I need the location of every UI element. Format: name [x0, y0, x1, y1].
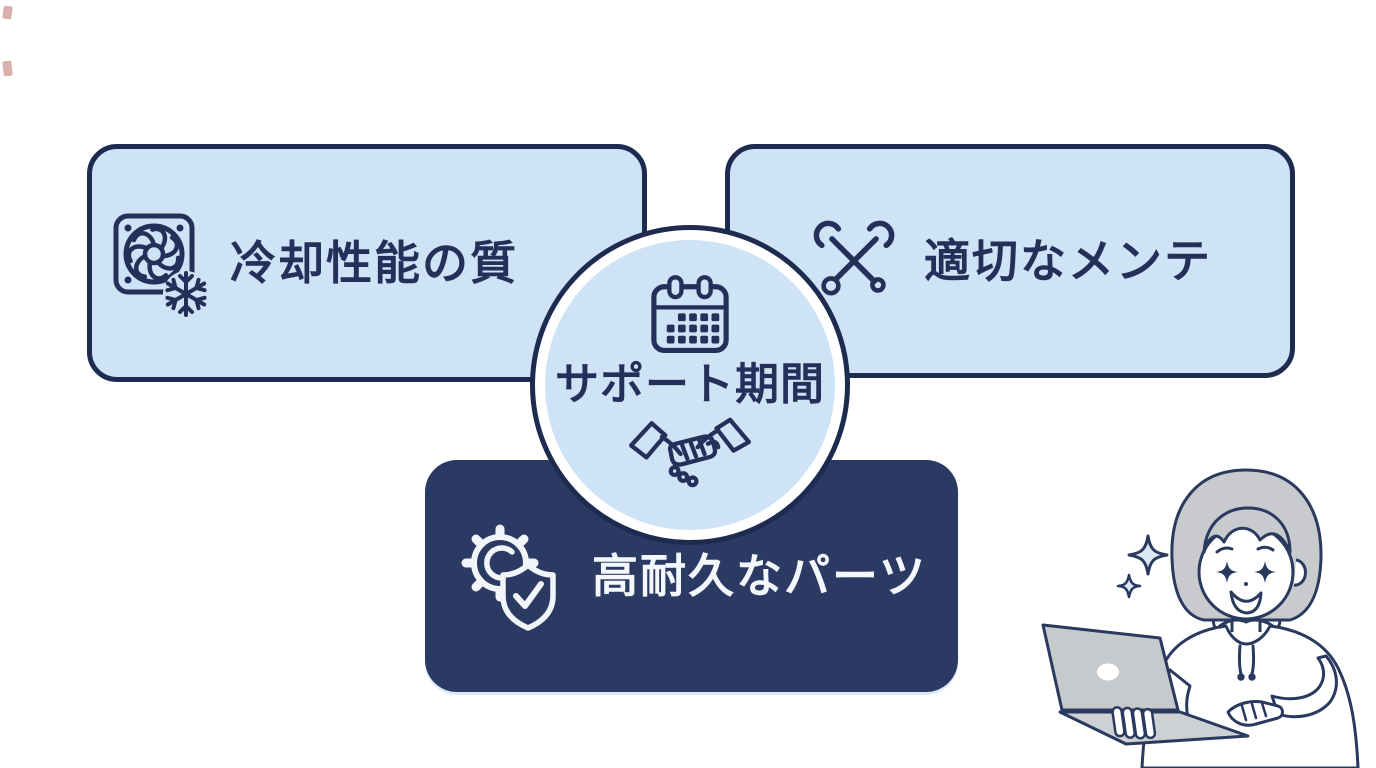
- gear-shield-check-icon: [461, 524, 556, 631]
- nose: [1244, 582, 1248, 586]
- cooling-fan-snowflake-icon: [113, 213, 208, 317]
- center-support-circle: サポート期間: [530, 225, 850, 545]
- durability-card-label: 高耐久なパーツ: [591, 550, 928, 602]
- sparkle-icon: [1116, 573, 1142, 599]
- support-circle-label: サポート期間: [555, 360, 825, 409]
- crossed-tools-icon: [813, 220, 895, 296]
- right-sparkle-eye: [1254, 561, 1276, 583]
- bangs: [1202, 506, 1292, 554]
- woman-with-laptop-illustration: [1041, 468, 1360, 768]
- hoodie-drawstrings: [1237, 644, 1256, 681]
- head: [1170, 468, 1323, 622]
- left-hand: [1111, 706, 1157, 740]
- left-sparkle-eye: [1216, 561, 1238, 583]
- calendar-icon: [651, 275, 729, 353]
- eyebrows: [1215, 545, 1275, 554]
- maintenance-card-label: 適切なメンテ: [924, 235, 1212, 287]
- cooling-card-label: 冷却性能の質: [230, 237, 518, 289]
- right-arm: [1270, 654, 1338, 719]
- sparkle-icon: [1127, 534, 1169, 576]
- corner-mark: [2, 60, 13, 77]
- handshake-icon: [628, 417, 752, 488]
- laptop-logo: [1097, 663, 1119, 681]
- corner-mark: [2, 5, 13, 20]
- card-cooling-performance: 冷却性能の質: [87, 144, 647, 382]
- mouth: [1229, 590, 1263, 615]
- right-hand: [1226, 700, 1284, 727]
- ear: [1293, 558, 1307, 587]
